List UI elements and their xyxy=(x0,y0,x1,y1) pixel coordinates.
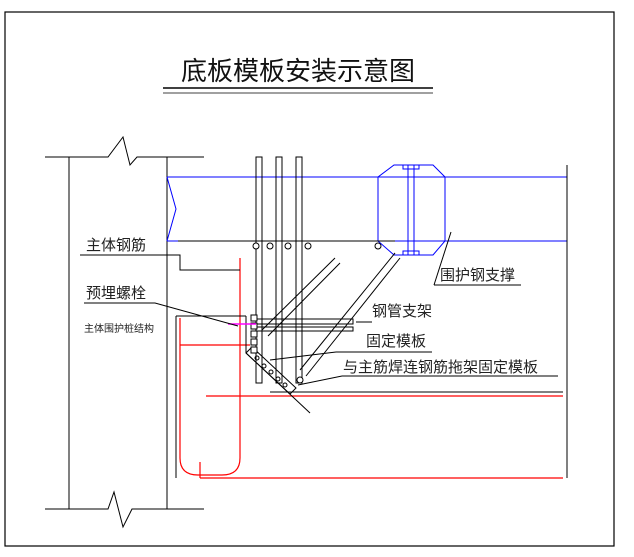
label-welded-rebar-bracket: 与主筋焊连钢筋拖架固定模板 xyxy=(343,358,538,376)
label-fixed-formwork: 固定模板 xyxy=(366,332,426,350)
label-embedded-bolt: 预埋螺栓 xyxy=(86,284,146,302)
main-rebar-leader xyxy=(80,254,240,271)
steel-support-leader xyxy=(433,231,452,286)
retaining-pile xyxy=(45,135,204,529)
diagram-title: 底板模板安装示意图 xyxy=(181,57,415,87)
steel-pipe-support xyxy=(255,318,354,332)
label-retaining-steel-support: 围护钢支撑 xyxy=(440,266,515,284)
formwork-outline xyxy=(175,315,563,478)
drawing-frame xyxy=(4,11,615,547)
rebar xyxy=(179,258,563,479)
vertical-steel-pipes xyxy=(255,156,303,384)
label-retaining-structure: 主体围护桩结构 xyxy=(84,322,154,335)
welded-bracket-leader xyxy=(297,375,343,386)
horizontal-tie-bar xyxy=(178,240,395,250)
steel-support-beam xyxy=(166,164,567,256)
label-steel-pipe-support: 钢管支架 xyxy=(372,302,432,320)
embedded-bolts xyxy=(250,314,304,384)
fixed-formwork xyxy=(245,346,311,414)
fixed-formwork-leader xyxy=(269,351,337,361)
embedded-bolt-leader xyxy=(84,302,239,327)
label-main-rebar: 主体钢筋 xyxy=(86,236,146,254)
